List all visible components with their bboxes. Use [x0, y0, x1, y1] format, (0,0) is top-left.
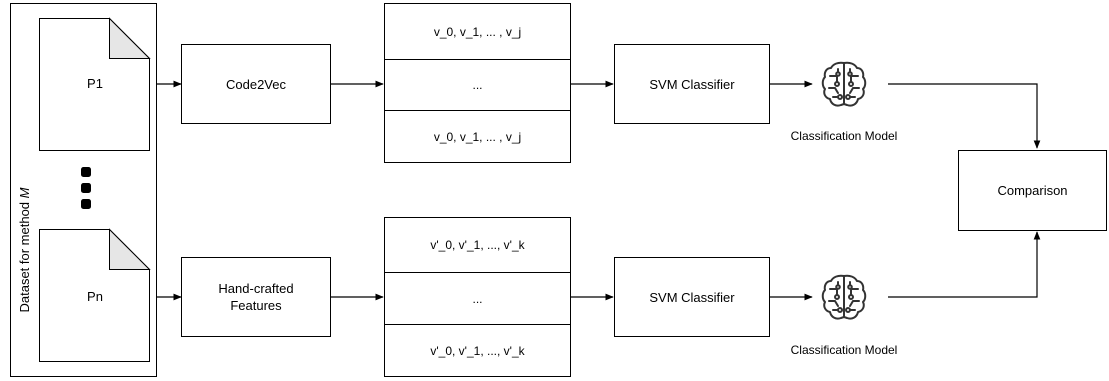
handcrafted-features-box: Hand-crafted Features: [181, 257, 331, 337]
svm-classifier-bottom-box: SVM Classifier: [614, 257, 770, 337]
code2vec-box: Code2Vec: [181, 44, 331, 124]
svm-classifier-top-box: SVM Classifier: [614, 44, 770, 124]
vector-row: v'_0, v'_1, ..., v'_k: [384, 324, 571, 377]
arrow-model-to-comparison-bottom: [888, 231, 1041, 298]
dataset-method-variable: M: [17, 187, 32, 199]
document-p1-label: P1: [87, 76, 103, 91]
vector-row-ellipsis: ...: [384, 272, 571, 325]
comparison-box: Comparison: [958, 150, 1107, 231]
vector-row: v_0, v_1, ... , v_j: [384, 3, 571, 60]
brain-circuit-icon: [821, 61, 867, 107]
vector-row: v_0, v_1, ... , v_j: [384, 110, 571, 163]
brain-circuit-icon: [821, 274, 867, 320]
classification-model-top-label: Classification Model: [790, 129, 898, 143]
vector-row-ellipsis: ...: [384, 59, 571, 111]
dataset-label: Dataset for method M: [17, 187, 32, 313]
document-pn-fold: [109, 228, 151, 270]
document-p1-fold: [109, 17, 151, 59]
arrow-model-to-comparison-top: [888, 83, 1041, 149]
document-pn-label: Pn: [87, 289, 103, 304]
vector-row: v'_0, v'_1, ..., v'_k: [384, 217, 571, 273]
ellipsis-dots-icon: [81, 167, 91, 209]
classification-model-bottom-label: Classification Model: [790, 343, 898, 357]
